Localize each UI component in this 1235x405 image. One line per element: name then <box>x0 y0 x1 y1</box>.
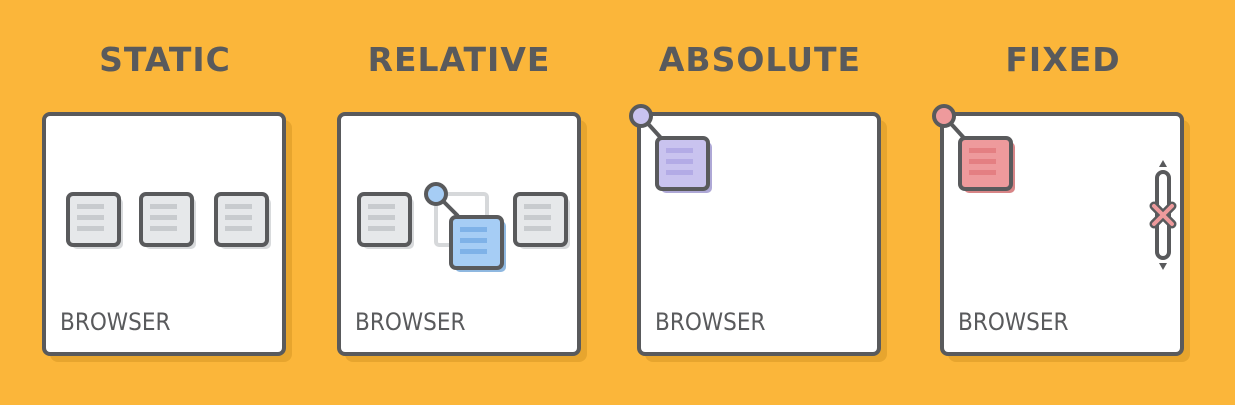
document-box-icon <box>655 136 712 193</box>
title-static: STATIC <box>99 40 231 79</box>
absolute-boxes <box>629 104 712 193</box>
document-box-icon <box>513 192 570 249</box>
fixed-boxes <box>932 104 1177 270</box>
document-box-icon <box>958 136 1015 193</box>
browser-label: BROWSER <box>355 308 466 336</box>
document-box-icon <box>214 192 271 249</box>
close-x-icon <box>1149 201 1177 229</box>
document-box-icon <box>139 192 196 249</box>
browser-window-static: BROWSER <box>42 112 286 356</box>
title-absolute: ABSOLUTE <box>658 40 862 79</box>
browser-window-relative: BROWSER <box>337 112 581 356</box>
pin-icon <box>629 104 653 128</box>
panel-static: BROWSER <box>42 112 292 362</box>
browser-label: BROWSER <box>60 308 171 336</box>
browser-label: BROWSER <box>655 308 766 336</box>
pin-icon <box>932 104 956 128</box>
document-box-icon <box>449 215 506 272</box>
document-box-icon <box>357 192 414 249</box>
title-fixed: FIXED <box>1005 40 1121 79</box>
relative-boxes <box>357 182 570 272</box>
browser-window-absolute: BROWSER <box>629 104 881 356</box>
title-relative: RELATIVE <box>367 40 551 79</box>
panel-fixed: BROWSER <box>932 104 1190 362</box>
pin-icon <box>424 182 448 206</box>
panel-absolute: BROWSER <box>629 104 887 362</box>
document-box-icon <box>66 192 123 249</box>
browser-label: BROWSER <box>958 308 1069 336</box>
panel-relative: BROWSER <box>337 112 587 362</box>
browser-window-fixed: BROWSER <box>932 104 1184 356</box>
static-boxes <box>66 192 271 249</box>
